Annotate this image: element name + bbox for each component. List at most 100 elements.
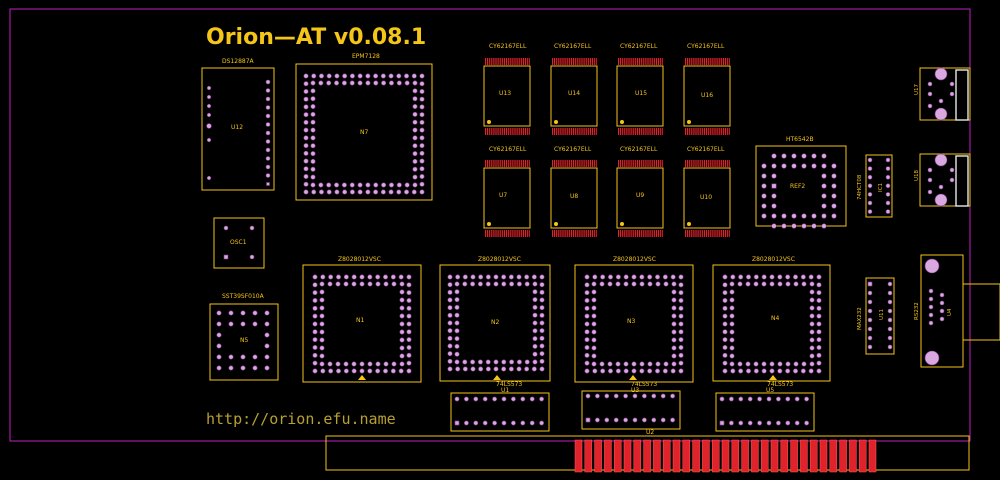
pad (493, 281, 499, 287)
smd-pad (728, 58, 730, 65)
smd-pad (688, 230, 690, 237)
pad (670, 393, 675, 399)
pad (722, 321, 728, 327)
pad (939, 316, 945, 322)
pad (454, 304, 460, 310)
pad (412, 88, 418, 94)
pad (781, 153, 787, 159)
pad (406, 313, 412, 319)
pad (462, 274, 468, 280)
smd-pad (723, 58, 725, 65)
smd-pad (552, 160, 554, 167)
pad (631, 281, 637, 287)
pad (793, 281, 799, 287)
smd-pad (688, 58, 690, 65)
pad (388, 73, 394, 79)
pad (406, 297, 412, 303)
pad (216, 343, 222, 349)
smd-pad (635, 58, 637, 65)
pad (341, 80, 347, 86)
gold-finger (809, 439, 818, 473)
smd-pad (619, 58, 621, 65)
mount-hole (934, 153, 948, 167)
pad (334, 189, 340, 195)
smd-pad (715, 58, 717, 65)
smd-pad (721, 58, 723, 65)
pad (375, 361, 381, 367)
ls-u5-label: U5 (766, 387, 774, 394)
pad (310, 143, 316, 149)
pad (539, 358, 545, 364)
gold-finger (800, 439, 808, 473)
pad (228, 321, 234, 327)
pad-square (771, 183, 777, 189)
pad (511, 396, 516, 402)
pad (730, 368, 736, 374)
smd-pad (515, 230, 517, 237)
pad (584, 297, 590, 303)
smd-pad (555, 128, 557, 135)
pad (343, 274, 349, 280)
smd-pad (659, 128, 661, 135)
pad (591, 345, 597, 351)
pad (678, 337, 684, 343)
mount-hole (924, 350, 940, 366)
smd-pad (502, 230, 504, 237)
pad (454, 289, 460, 295)
pad (809, 297, 815, 303)
pad (492, 420, 497, 426)
pad (312, 352, 318, 358)
pad (584, 290, 590, 296)
pad (801, 153, 807, 159)
ls-u3-outline (581, 390, 681, 430)
pad (454, 320, 460, 326)
smd-pad (623, 128, 625, 135)
pad (318, 182, 324, 188)
smd-pad (686, 230, 688, 237)
pad (729, 305, 735, 311)
pad (264, 365, 270, 371)
smd-pad (582, 128, 584, 135)
pad (470, 366, 476, 372)
smd-pad (561, 128, 563, 135)
smd-pad (686, 58, 688, 65)
pad (264, 321, 270, 327)
epm-type-label: EPM7128 (352, 53, 380, 60)
pad (623, 368, 629, 374)
pad (454, 281, 460, 287)
pad (492, 396, 497, 402)
smd-pad (586, 160, 588, 167)
pad (240, 354, 246, 360)
smd-pad (528, 230, 530, 237)
pad (766, 396, 772, 402)
pad (359, 281, 365, 287)
pad (662, 368, 668, 374)
smd-pad (504, 160, 506, 167)
pad (745, 368, 751, 374)
pad (671, 281, 677, 287)
smd-pad (696, 58, 698, 65)
smd-pad (694, 160, 696, 167)
smd-pad (698, 58, 700, 65)
pad (349, 189, 355, 195)
smd-pad (500, 128, 502, 135)
smd-pad (576, 230, 578, 237)
pad (399, 337, 405, 343)
smd-pad (561, 160, 563, 167)
pad (419, 127, 425, 133)
smd-pad (688, 160, 690, 167)
pad (887, 344, 893, 350)
pad (373, 80, 379, 86)
pad (539, 343, 545, 349)
smd-pad (621, 58, 623, 65)
smd-pad (656, 128, 658, 135)
smd-pad (591, 230, 593, 237)
pad (334, 73, 340, 79)
pad (320, 368, 326, 374)
smd-pad (685, 160, 687, 167)
smd-pad (644, 230, 646, 237)
pad (722, 344, 728, 350)
smd-pad (705, 128, 707, 135)
ic1-type-label: 74HCT08 (857, 174, 863, 200)
pad (811, 223, 817, 229)
